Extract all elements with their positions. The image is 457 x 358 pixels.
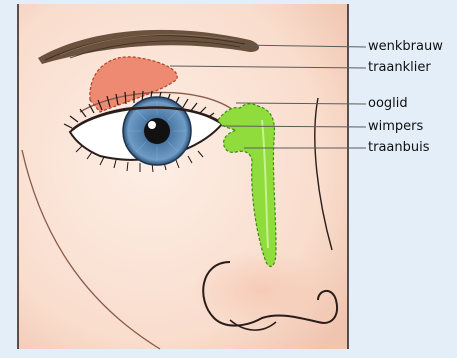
label-wimpers: wimpers [368, 120, 423, 134]
label-traanklier: traanklier [368, 61, 431, 75]
label-wenkbrauw: wenkbrauw [368, 40, 443, 54]
label-traanbuis: traanbuis [368, 141, 430, 155]
pupil-highlight [148, 121, 156, 129]
label-ooglid: ooglid [368, 97, 408, 111]
pupil [144, 118, 170, 144]
